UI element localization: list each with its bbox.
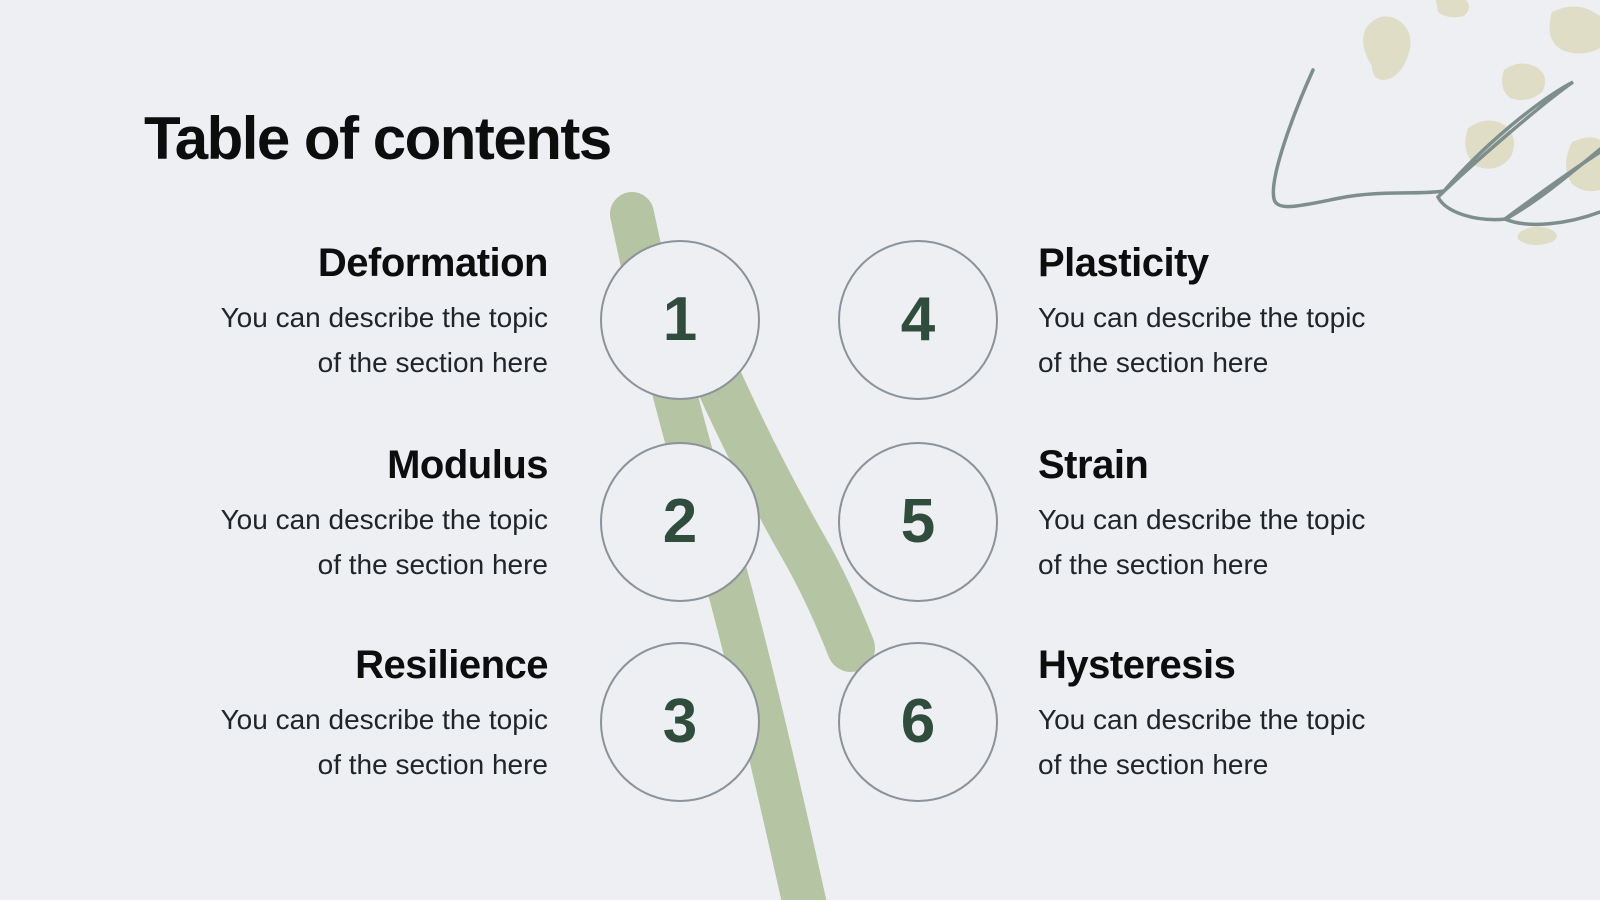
paint-blob-icon bbox=[1502, 63, 1546, 100]
toc-item-heading: Plasticity bbox=[1038, 241, 1209, 285]
toc-circle-4: 4 bbox=[838, 240, 998, 400]
paint-blob-icon bbox=[1363, 16, 1411, 80]
paint-blob-icon bbox=[1436, 0, 1469, 18]
page-title: Table of contents bbox=[144, 105, 612, 172]
toc-item-resilience: Resilience You can describe the topic of… bbox=[148, 640, 549, 787]
paint-blob-icon bbox=[1517, 226, 1557, 245]
toc-item-heading: Modulus bbox=[387, 443, 548, 487]
toc-item-strain: Strain You can describe the topic of the… bbox=[1038, 440, 1438, 587]
toc-item-deformation: Deformation You can describe the topic o… bbox=[148, 238, 549, 385]
toc-number-5: 5 bbox=[900, 487, 936, 556]
scribble-icon bbox=[1501, 150, 1600, 227]
toc-item-description: You can describe the topic of the sectio… bbox=[220, 504, 548, 580]
toc-circle-6: 6 bbox=[838, 642, 998, 802]
toc-item-description: You can describe the topic of the sectio… bbox=[1038, 504, 1366, 580]
paint-blob-icon bbox=[1549, 6, 1600, 54]
toc-number-1: 1 bbox=[662, 285, 698, 354]
scribble-icon bbox=[1271, 68, 1600, 222]
toc-number-3: 3 bbox=[662, 687, 698, 756]
toc-circle-2: 2 bbox=[600, 442, 760, 602]
toc-number-4: 4 bbox=[900, 285, 936, 354]
toc-number-2: 2 bbox=[662, 487, 698, 556]
toc-item-description: You can describe the topic of the sectio… bbox=[220, 302, 548, 378]
toc-item-heading: Resilience bbox=[355, 643, 548, 687]
toc-item-modulus: Modulus You can describe the topic of th… bbox=[148, 440, 549, 587]
toc-item-heading: Strain bbox=[1038, 443, 1149, 487]
toc-item-heading: Deformation bbox=[317, 241, 549, 285]
toc-item-hysteresis: Hysteresis You can describe the topic of… bbox=[1038, 640, 1438, 787]
toc-item-heading: Hysteresis bbox=[1038, 643, 1236, 687]
toc-number-6: 6 bbox=[900, 687, 936, 756]
toc-circle-5: 5 bbox=[838, 442, 998, 602]
toc-circle-3: 3 bbox=[600, 642, 760, 802]
toc-item-description: You can describe the topic of the sectio… bbox=[1038, 302, 1366, 378]
toc-item-plasticity: Plasticity You can describe the topic of… bbox=[1038, 238, 1438, 385]
toc-item-description: You can describe the topic of the sectio… bbox=[220, 704, 548, 780]
toc-circle-1: 1 bbox=[600, 240, 760, 400]
toc-item-description: You can describe the topic of the sectio… bbox=[1038, 704, 1366, 780]
